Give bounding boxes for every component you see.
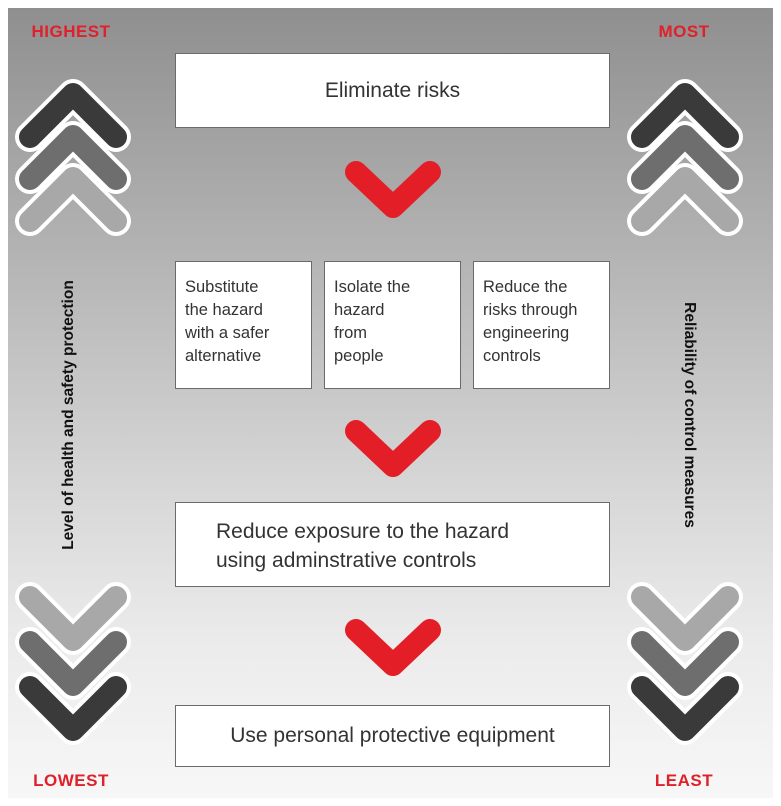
isolate-box: Isolate the hazard from people — [324, 261, 461, 389]
engineering-line: risks through — [483, 301, 578, 319]
eliminate-risks-box: Eliminate risks — [175, 53, 610, 128]
red-chevron-down-icon — [345, 619, 441, 676]
red-chevron-down-icon — [345, 161, 441, 218]
engineering-line: Reduce the — [483, 278, 568, 296]
isolate-line: hazard — [334, 301, 385, 319]
substitute-line: Substitute — [185, 278, 259, 296]
chevron-down-icon — [15, 582, 131, 745]
left-axis-label: Level of health and safety protection — [60, 280, 77, 550]
substitute-line: alternative — [185, 347, 262, 365]
least-label: LEAST — [654, 771, 714, 790]
isolate-line: from — [334, 324, 367, 342]
isolate-line: people — [334, 347, 384, 365]
engineering-line: engineering — [483, 324, 570, 342]
chevron-up-icon — [627, 79, 743, 236]
chevron-down-icon — [627, 582, 743, 745]
most-label: MOST — [658, 22, 710, 41]
lowest-label: LOWEST — [33, 771, 109, 790]
substitute-line: the hazard — [185, 301, 263, 319]
isolate-line: Isolate the — [334, 278, 411, 296]
administrative-line: using adminstrative controls — [216, 549, 477, 572]
red-chevron-down-icon — [345, 420, 441, 477]
ppe-text: Use personal protective equipment — [230, 724, 555, 747]
highest-label: HIGHEST — [31, 22, 111, 41]
eliminate-risks-text: Eliminate risks — [324, 78, 461, 102]
administrative-controls-box: Reduce exposure to the hazard using admi… — [175, 502, 610, 587]
engineering-box: Reduce the risks through engineering con… — [473, 261, 610, 389]
engineering-line: controls — [483, 347, 541, 365]
administrative-line: Reduce exposure to the hazard — [216, 520, 510, 543]
ppe-box: Use personal protective equipment — [175, 705, 610, 767]
substitute-box: Substitute the hazard with a safer alter… — [175, 261, 312, 389]
right-axis-label: Reliability of control measures — [681, 302, 698, 528]
chevron-up-icon — [15, 79, 131, 236]
substitute-line: with a safer — [185, 324, 270, 342]
